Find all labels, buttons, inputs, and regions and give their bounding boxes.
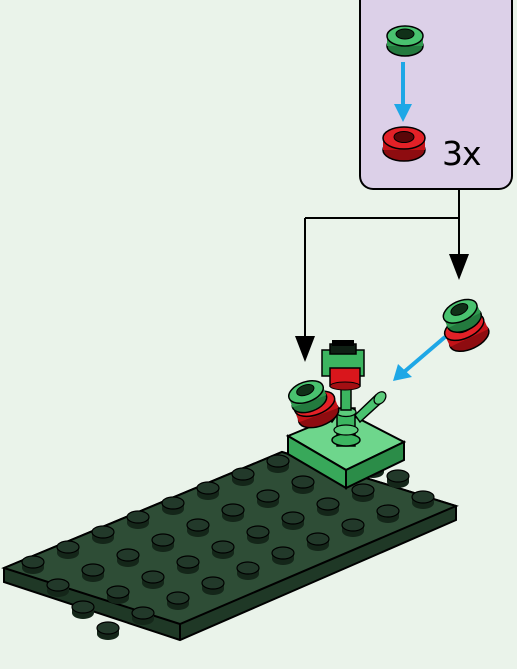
incoming-flower: [438, 293, 494, 358]
callout-connector: [304, 190, 460, 338]
dark-green-baseplate: [1, 450, 459, 642]
blue-insert-arrow-icon: [393, 335, 447, 381]
arrow-down-icon: [449, 254, 469, 280]
submodel-callout-panel: [359, 0, 513, 190]
blue-insert-arrow-icon: [394, 62, 412, 122]
quantity-label: 3x: [442, 134, 482, 173]
arrow-down-icon: [295, 336, 315, 362]
stem-top-flower: [321, 340, 365, 391]
green-round-plate: [386, 25, 424, 57]
red-round-plate: [382, 126, 426, 162]
